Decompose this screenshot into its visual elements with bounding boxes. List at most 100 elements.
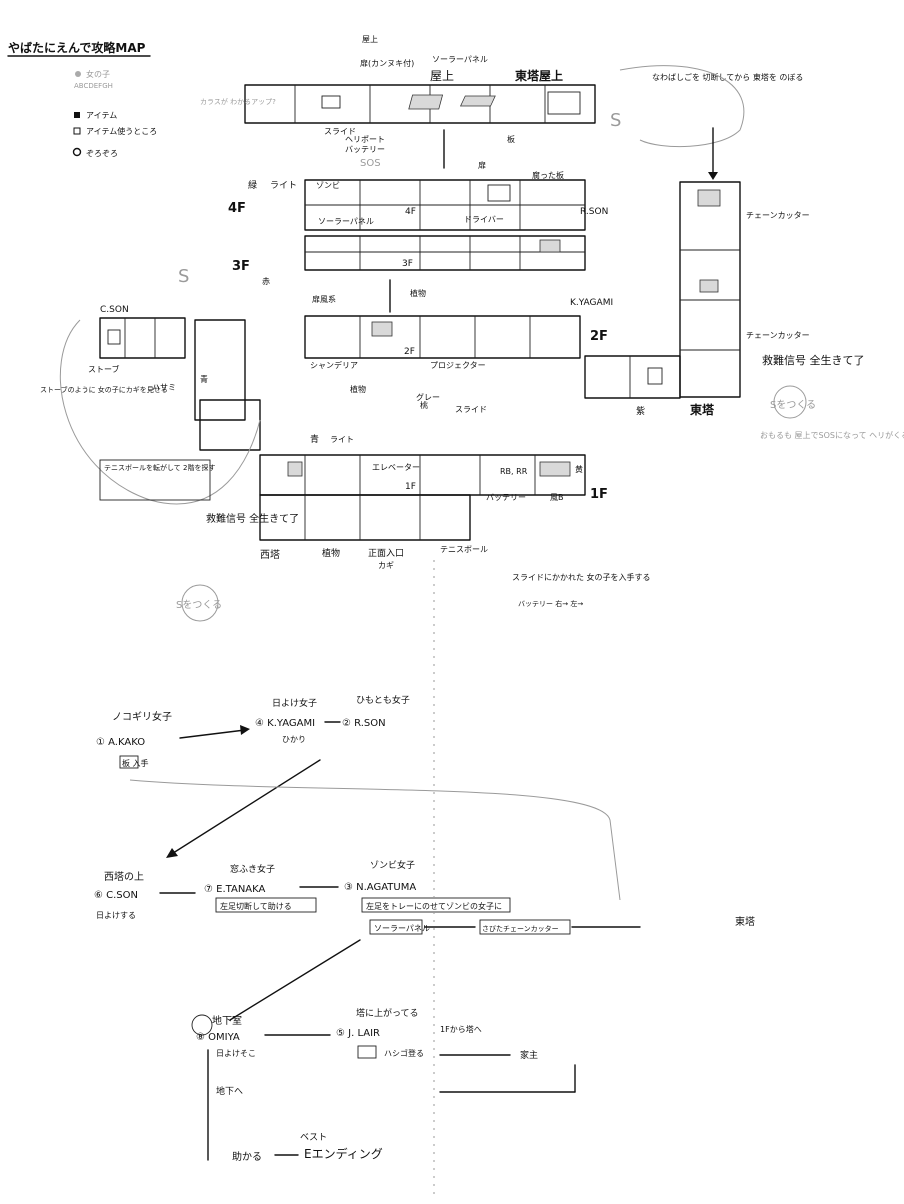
- plants-2f-label: 植物: [350, 384, 366, 394]
- blue-label: 青: [200, 374, 208, 384]
- flow-west-top: 西塔の上: [104, 870, 144, 883]
- flow-lair-next: 1Fから塔へ: [440, 1024, 482, 1034]
- floor-3f-label: 3F: [232, 259, 250, 274]
- s-marker-left: S: [178, 266, 189, 287]
- pencil-loop-west: [60, 319, 261, 505]
- projector-label: プロジェクター: [430, 361, 486, 370]
- flow-ending: Eエンディング: [304, 1146, 383, 1161]
- light-4f-label: ライト: [270, 180, 297, 191]
- flow-j-lair: ⑤ J. LAIR: [336, 1028, 380, 1039]
- flow-pencil-line: [129, 779, 621, 901]
- legend-item-place-icon: [73, 127, 81, 135]
- flow-c-son-note: 日よけする: [96, 911, 136, 920]
- flow-a-item-box: [119, 755, 139, 769]
- flow-basement-next: 地下へ: [216, 1085, 243, 1097]
- purple-label: 紫: [636, 406, 645, 417]
- flow-group-mid2: ひもとも女子: [356, 694, 410, 706]
- east-note: おもるも 屋上でSOSになって ヘリがくる: [760, 430, 904, 440]
- zombie-4f-label: ゾンビ: [316, 181, 340, 190]
- flow-east-tower: 東塔: [735, 915, 755, 928]
- flow-solar: ソーラーパネル: [374, 924, 430, 933]
- legend-letters: ABCDEFGH: [74, 82, 113, 90]
- flow-e-tanaka: ⑦ E.TANAKA: [204, 884, 266, 895]
- legend-item-icon: [74, 112, 80, 118]
- k-yagami-label: K.YAGAMI: [570, 298, 613, 308]
- light-1f-label: ライト: [330, 435, 354, 444]
- floor-4f-inline: 4F: [405, 207, 416, 217]
- plants-1f-label: 植物: [322, 547, 340, 559]
- west-tower-label: 西塔: [260, 548, 280, 561]
- east-tower-label: 東塔: [690, 402, 715, 417]
- elevator-label: エレベーター: [372, 463, 420, 472]
- flow-lair-note: ハシゴ登る: [384, 1048, 424, 1058]
- floor-1f-inline: 1F: [405, 482, 416, 492]
- flow-agatuma-box: [361, 897, 511, 913]
- flow-arrow-3: [169, 759, 321, 856]
- flow-save: 助かる: [232, 1150, 262, 1163]
- legend-item-place: アイテム使うところ: [86, 126, 157, 136]
- flow-arrow-8: [229, 939, 361, 1021]
- legend-item: アイテム: [86, 111, 117, 120]
- rooftop-block: [244, 84, 596, 124]
- flowchart: ノコギリ女子 ① A.KAKO 板 入手 日よけ女子 ひもとも女子 ④ K.YA…: [94, 694, 755, 1163]
- solar-panel-label: ソーラーパネル: [432, 55, 488, 64]
- chain-cutter-2-label: チェーンカッター: [746, 331, 810, 340]
- slide-2f-label: スライド: [455, 405, 487, 414]
- rescue-label: 救難信号 全生きて了: [762, 353, 865, 367]
- legend-girl: 女の子: [86, 69, 110, 79]
- legend-zombie: ぞろぞろ: [86, 149, 118, 158]
- rotten-board-label: 腐った板: [532, 170, 564, 180]
- floor-2f-label: 2F: [590, 329, 608, 344]
- c-son-label: C.SON: [100, 305, 129, 315]
- pencil-circle-west: [181, 584, 219, 622]
- red-label: 赤: [262, 277, 270, 286]
- flow-group-left: ノコギリ女子: [112, 710, 172, 723]
- flow-basement: 地下室: [212, 1014, 242, 1027]
- slide-label: スライド: [324, 127, 356, 136]
- driver-label: ドライバー: [464, 215, 504, 224]
- flow-tanaka-box: [215, 897, 317, 913]
- east-tower-block: [584, 181, 741, 399]
- note-slide: スライドにかかれた 女の子を入手する: [512, 572, 651, 582]
- flow-arrow-1: [179, 729, 246, 739]
- flow-omiya-note: 日よけそこ: [216, 1049, 256, 1058]
- sos-label: SOS: [360, 158, 381, 169]
- rooftop-label: 屋上: [430, 69, 454, 83]
- battery-roof-label: バッテリー: [345, 145, 385, 154]
- east-rooftop-label: 東塔屋上: [515, 68, 563, 83]
- flow-k-yagami: ④ K.YAGAMI: [255, 718, 315, 729]
- floor-4f-label: 4F: [228, 201, 246, 216]
- rescue-west: 救難信号 全生きて了: [206, 512, 299, 525]
- flow-c-son: ⑥ C.SON: [94, 890, 138, 901]
- floor-3f-inline: 3F: [402, 259, 413, 269]
- wind-b-label: 風B: [550, 493, 564, 502]
- flow-r-son: ② R.SON: [342, 718, 386, 729]
- flow-basement-circle: [191, 1014, 213, 1036]
- flow-a-kako: ① A.KAKO: [96, 737, 145, 748]
- flow-solar-box: [369, 919, 423, 935]
- flow-group-agatuma: ゾンビ女子: [370, 859, 415, 871]
- note-stove: ストーブのように 女の子にカギを見せる: [40, 385, 168, 394]
- board-label: 板: [507, 134, 515, 144]
- scissors-label: ハサミ: [152, 383, 176, 392]
- green-light-label: 緑: [248, 179, 257, 191]
- floor-3f-block: [304, 235, 586, 271]
- floor-2f-inline: 2F: [404, 347, 415, 357]
- note-rope-ladder: なわばしごを 切断してから 東塔を のぼる: [652, 72, 803, 82]
- note-tennis: テニスボールを転がして 2階を探す: [104, 463, 215, 472]
- s-marker-roof: S: [610, 110, 621, 131]
- pink-label: 桃: [420, 400, 428, 410]
- flow-a-item: 板 入手: [122, 758, 149, 768]
- floor-4f-block: [304, 179, 586, 231]
- pencil-loop-roof: [619, 65, 745, 147]
- partition-label: 扉風系: [312, 294, 336, 304]
- gray-label: グレー: [416, 392, 440, 402]
- west-wing-block: [99, 317, 261, 451]
- s-go-west: Sをつくる: [176, 599, 222, 611]
- floor-1f-block: [259, 454, 586, 541]
- s-go-east: Sをつくる: [770, 399, 816, 411]
- flow-chain-box: [479, 919, 571, 935]
- plants-3f-label: 植物: [410, 288, 426, 298]
- arrow-head-east: [708, 172, 718, 180]
- front-entrance-label: 正面入口: [368, 548, 404, 559]
